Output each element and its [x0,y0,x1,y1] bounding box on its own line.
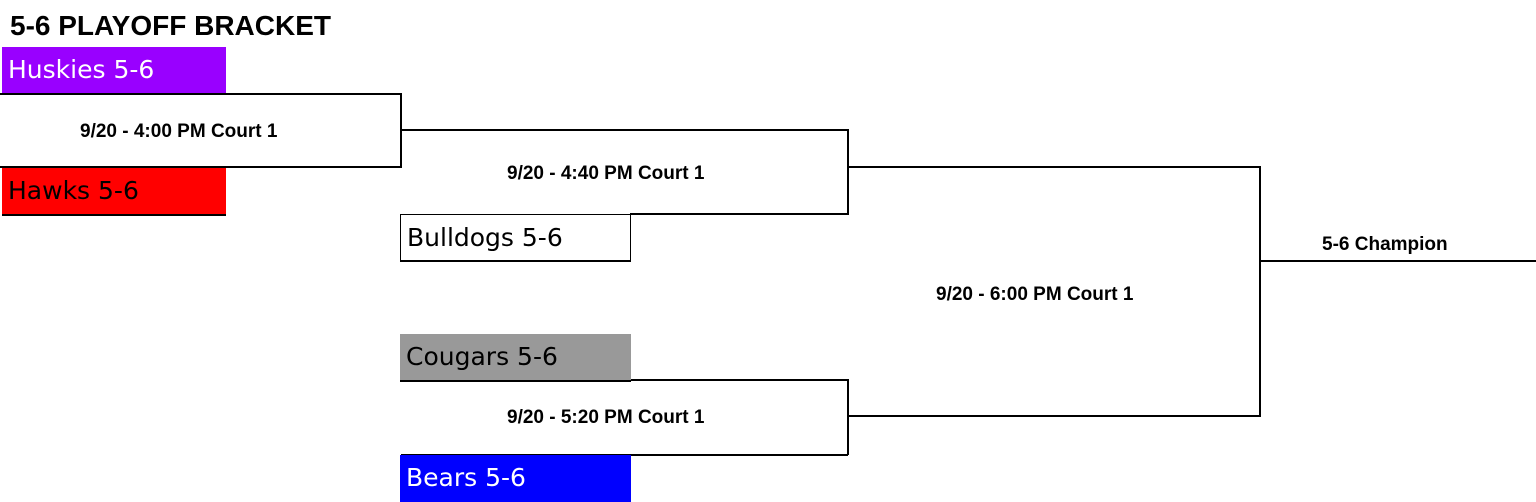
champion-label: 5-6 Champion [1322,234,1448,255]
game1-label: 9/20 - 4:00 PM Court 1 [80,121,278,142]
team-huskies: Huskies 5-6 [2,47,226,95]
bracket-title: 5-6 PLAYOFF BRACKET [10,10,332,41]
team-hawks: Hawks 5-6 [2,168,226,216]
final-bracket-line [848,166,1261,417]
game2-label: 9/20 - 4:40 PM Court 1 [507,163,705,184]
final-game-label: 9/20 - 6:00 PM Court 1 [936,284,1134,305]
game2-bracket-line [401,129,849,215]
team-cougars: Cougars 5-6 [400,334,631,382]
game3-label: 9/20 - 5:20 PM Court 1 [507,407,705,428]
team-bulldogs: Bulldogs 5-6 [400,214,631,262]
game3-bracket-line [630,379,849,455]
team-bears: Bears 5-6 [400,455,631,502]
